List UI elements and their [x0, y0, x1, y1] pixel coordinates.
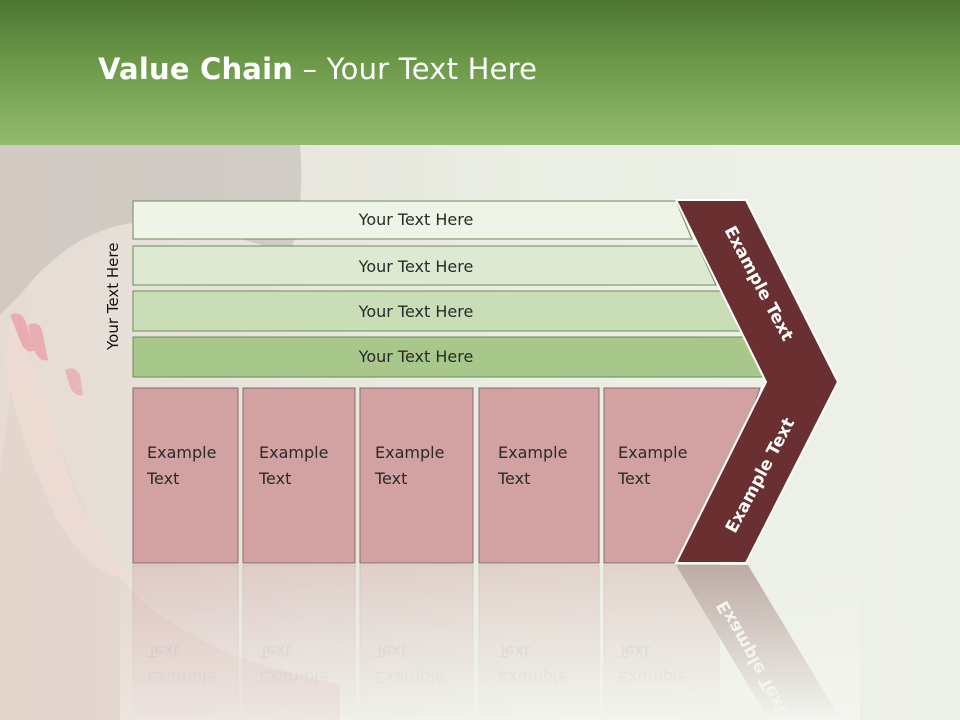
box-3-label: Text	[374, 469, 407, 488]
reflection: Example Text Example Text Example Text E…	[120, 564, 860, 720]
box-3-label: Example	[375, 443, 444, 462]
bar-3-label: Your Text Here	[358, 302, 474, 321]
box-1[interactable]	[132, 387, 239, 564]
box-2[interactable]	[242, 387, 356, 564]
box-4-label: Text	[497, 469, 530, 488]
box-3[interactable]	[359, 387, 474, 564]
box-2-label: Example	[259, 443, 328, 462]
bar-2-label: Your Text Here	[358, 257, 474, 276]
chevron-arrow[interactable]	[674, 199, 840, 564]
box-1-label: Text	[146, 469, 179, 488]
box-1-label: Example	[147, 443, 216, 462]
box-5-label: Text	[617, 469, 650, 488]
bar-1-label: Your Text Here	[358, 210, 474, 229]
slide-title-rest: – Your Text Here	[293, 52, 538, 86]
box-4[interactable]	[478, 387, 600, 564]
box-4-label: Example	[498, 443, 567, 462]
title-bar: Value Chain – Your Text Here	[0, 0, 960, 145]
bar-1[interactable]	[132, 200, 693, 240]
bar-4-label: Your Text Here	[358, 347, 474, 366]
box-5-label: Example	[618, 443, 687, 462]
slide-title: Value Chain – Your Text Here	[98, 52, 537, 86]
box-2-label: Text	[258, 469, 291, 488]
slide-title-bold: Value Chain	[98, 52, 294, 86]
bar-2[interactable]	[132, 245, 717, 286]
